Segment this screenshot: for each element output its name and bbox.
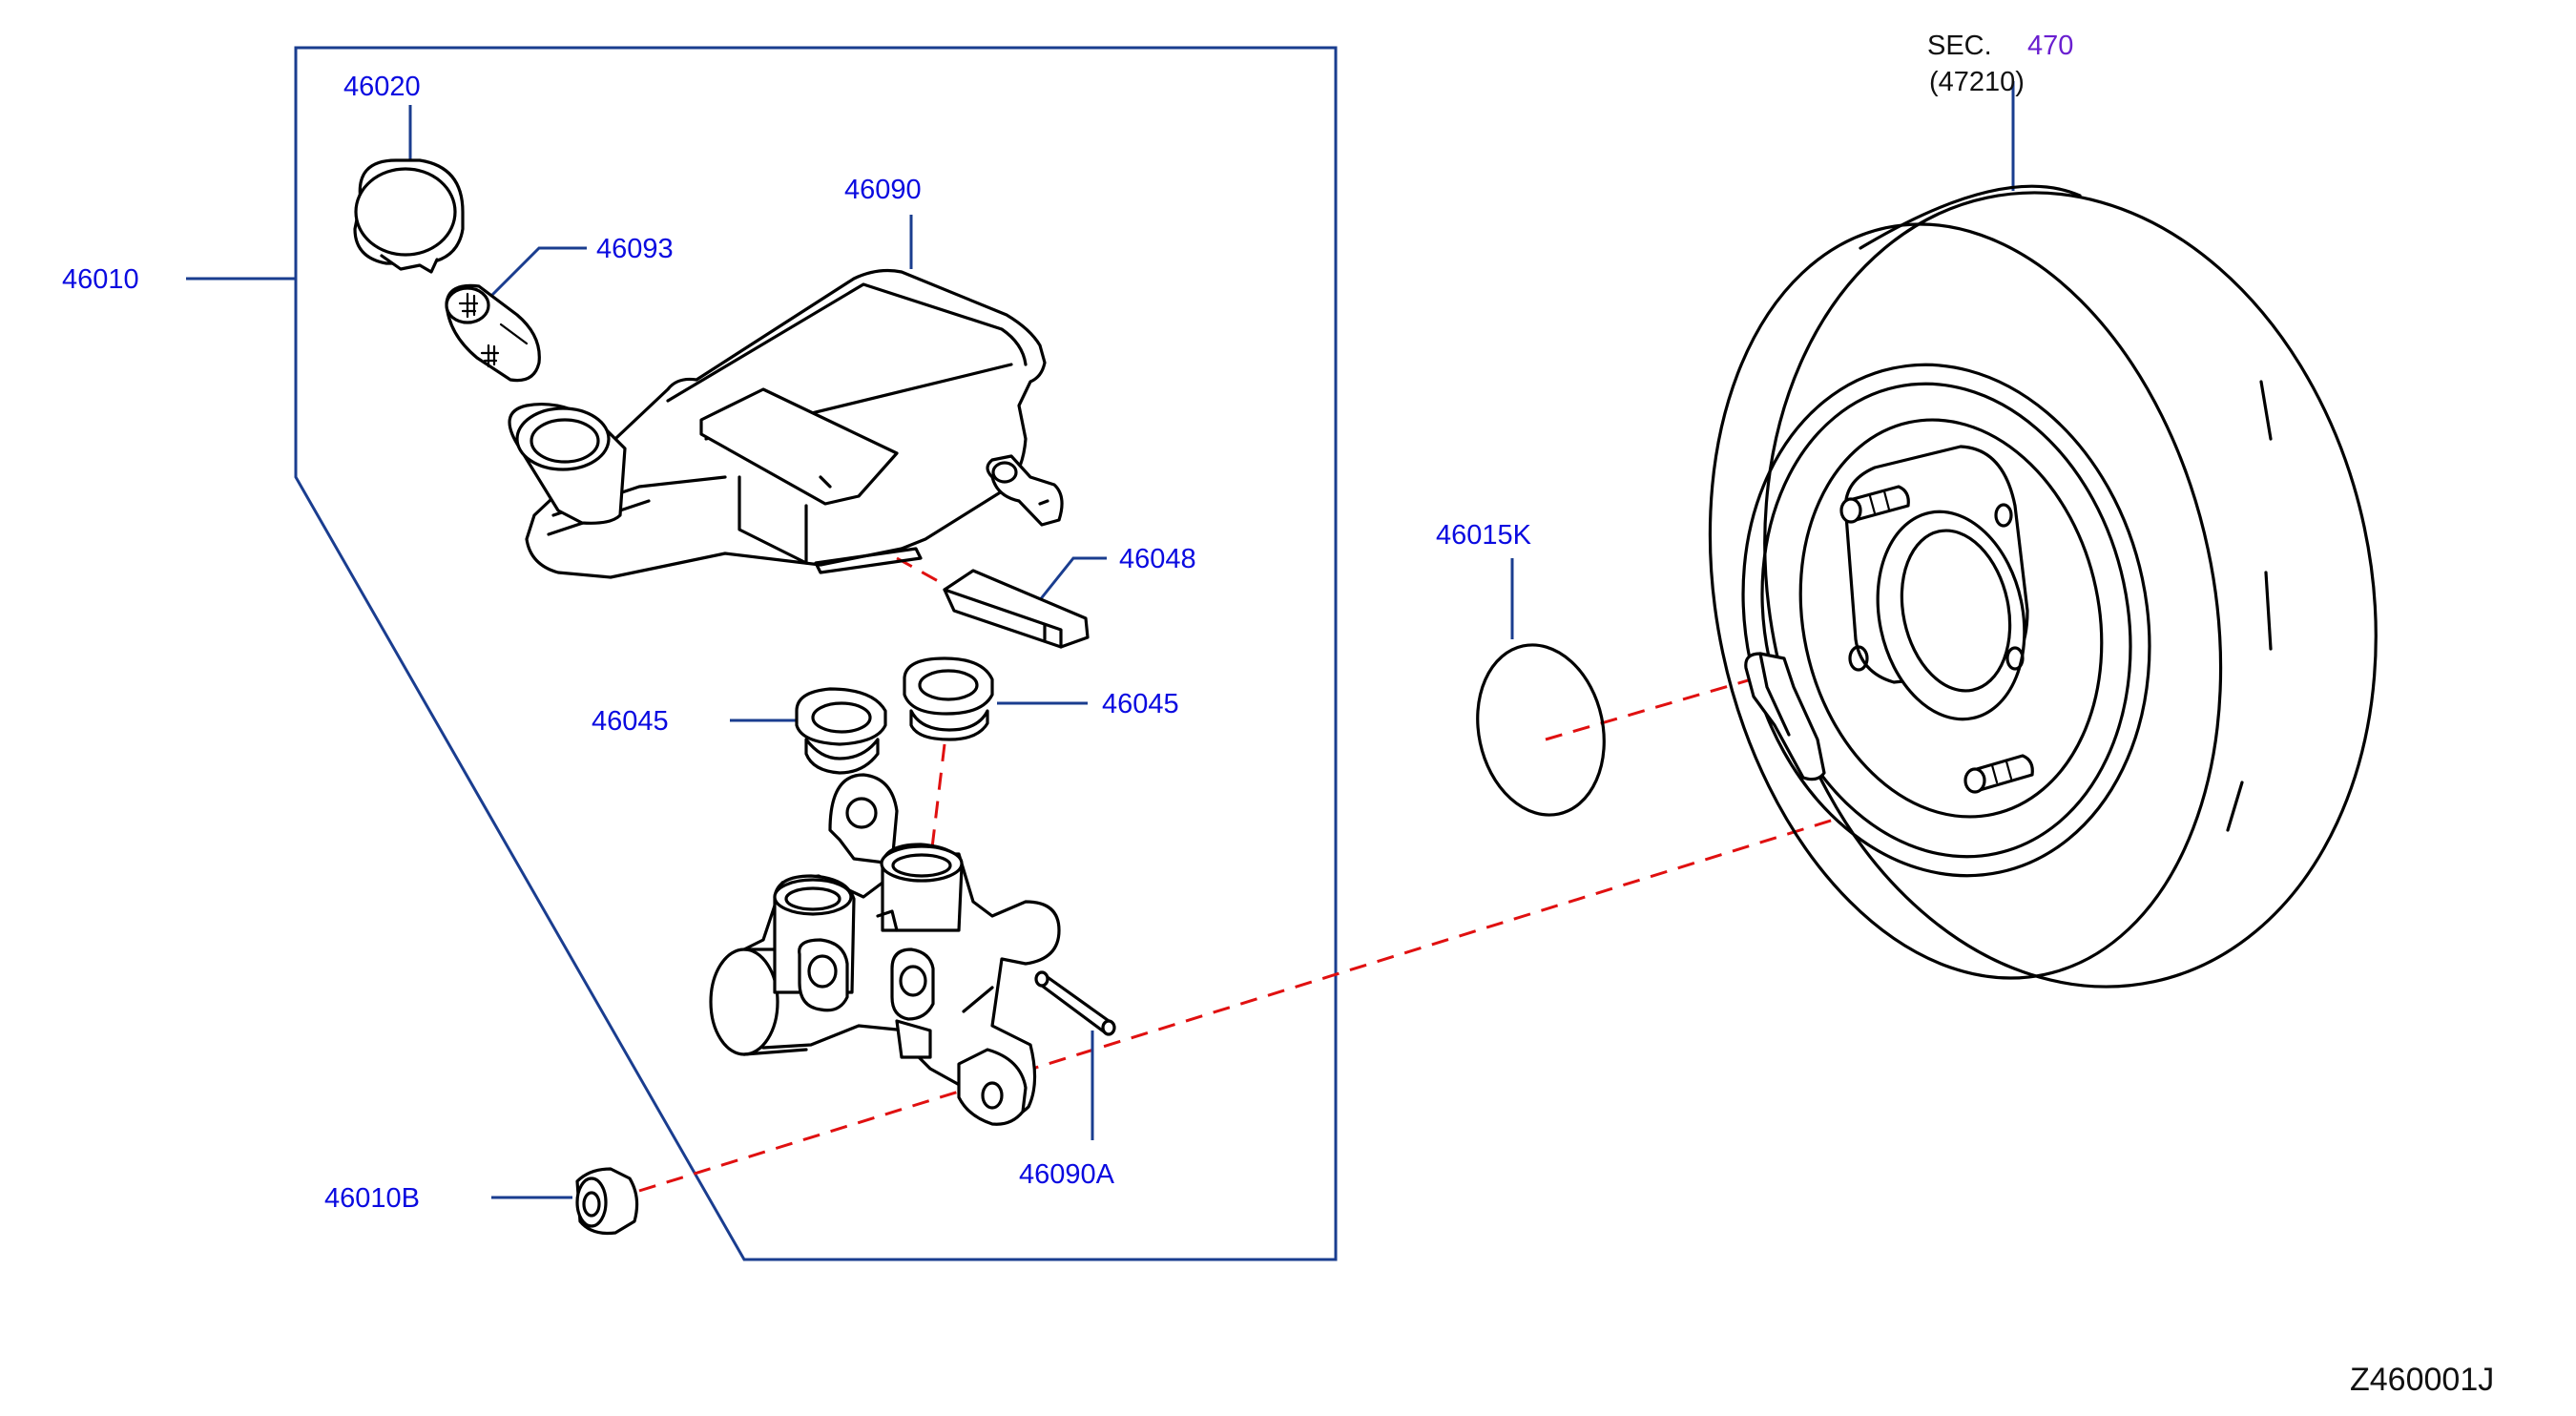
master-cylinder-icon bbox=[709, 773, 1061, 1126]
assembly-frame bbox=[294, 46, 1338, 1261]
roll-pin-icon bbox=[1034, 970, 1116, 1036]
leader-lines bbox=[186, 81, 2015, 1199]
o-ring-icon bbox=[1476, 643, 1606, 817]
section-number: 470 bbox=[2027, 31, 2073, 61]
callout-46045-right: 46045 bbox=[1102, 689, 1179, 719]
brake-booster-icon bbox=[1708, 184, 2378, 989]
callout-46048: 46048 bbox=[1119, 544, 1196, 574]
callout-46020: 46020 bbox=[343, 72, 421, 102]
grommet-left-icon bbox=[795, 687, 887, 775]
section-reference: SEC. 470 (47210) bbox=[1927, 31, 2073, 97]
callout-46090A: 46090A bbox=[1019, 1159, 1115, 1190]
callout-46045-left: 46045 bbox=[592, 706, 669, 737]
strainer-icon bbox=[445, 283, 541, 383]
bush-seal-icon bbox=[575, 1167, 639, 1236]
callout-46010: 46010 bbox=[62, 264, 139, 295]
reservoir-tank-icon bbox=[508, 268, 1064, 579]
callout-46093: 46093 bbox=[596, 234, 674, 264]
callout-labels: 46020 46093 46010 46090 46048 46045 4604… bbox=[62, 72, 1532, 1214]
level-sensor-icon bbox=[943, 569, 1090, 649]
reservoir-cap-icon bbox=[353, 158, 465, 274]
diagram-code: Z460001J bbox=[2350, 1362, 2494, 1398]
callout-46090: 46090 bbox=[844, 175, 922, 205]
section-part-number: (47210) bbox=[1929, 67, 2025, 97]
callout-46015K: 46015K bbox=[1436, 520, 1532, 551]
grommet-right-icon bbox=[903, 656, 994, 741]
callout-46010B: 46010B bbox=[324, 1183, 420, 1214]
section-prefix: SEC. bbox=[1927, 31, 1992, 61]
